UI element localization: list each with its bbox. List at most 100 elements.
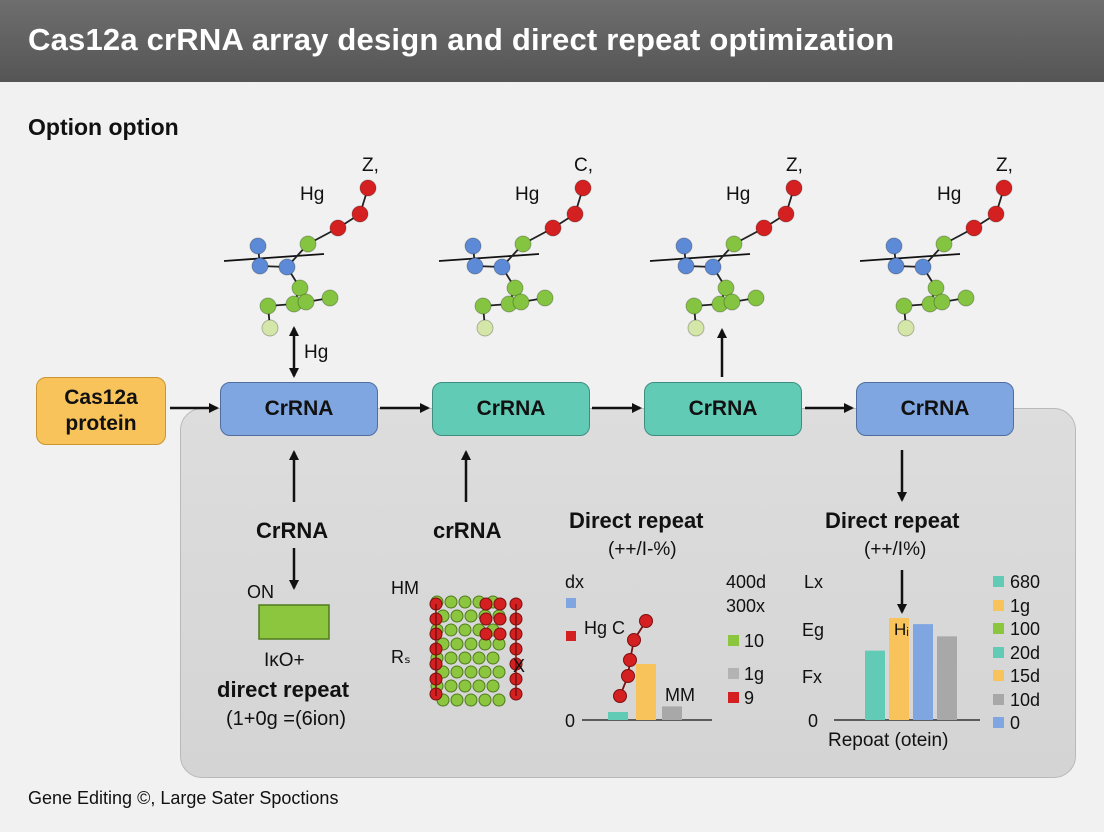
molecule-atom	[466, 257, 484, 275]
molecule-atom	[574, 179, 592, 197]
col4-y-label-1: Lx	[804, 572, 824, 592]
molecule-3-top-label: Z,	[786, 155, 803, 176]
green-bead	[444, 595, 458, 609]
molecule-atom	[291, 279, 309, 297]
molecule-atom	[685, 297, 703, 315]
col3-legend-label-1: 10	[744, 631, 765, 651]
molecule-atom	[251, 257, 269, 275]
molecule-atom	[965, 219, 983, 237]
col3-axis-zero: 0	[565, 711, 576, 731]
col4-sub: (++/I%)	[864, 539, 927, 560]
col4-legend-label-5: 15d	[1010, 666, 1041, 686]
col4-heading: Direct repeat	[825, 508, 960, 533]
col3-value-top-2: 300x	[726, 596, 766, 616]
molecule-2-top-label: C,	[574, 155, 593, 176]
col4-bar-3	[913, 624, 933, 720]
legend-dx-square	[566, 598, 576, 608]
molecule-atom	[717, 279, 735, 297]
chain-bead	[639, 614, 653, 628]
molecule-atom	[927, 279, 945, 297]
col2-heading: crRNA	[433, 518, 502, 543]
col4-legend-swatch-1	[993, 576, 1004, 587]
red-bead	[493, 627, 507, 641]
green-bead	[464, 665, 478, 679]
col1-formula: IĸO+	[264, 650, 305, 671]
col3-heading: Direct repeat	[569, 508, 704, 533]
col3-legend-label-3: 9	[744, 688, 755, 708]
col4-legend-label-6: 10d	[1010, 689, 1041, 710]
molecule-atom	[464, 237, 482, 255]
molecule-4-top-label: Z,	[996, 155, 1013, 176]
col3-value-top-1: 400d	[726, 572, 767, 592]
molecule-atom	[514, 235, 532, 253]
molecule-atom	[723, 293, 741, 311]
chain-bead	[623, 653, 637, 667]
col3-legend-hgc: Hg C	[584, 618, 626, 638]
molecule-1-side-label: Hg	[300, 184, 325, 205]
col3-legend-swatch-3	[728, 692, 739, 703]
green-bead	[464, 637, 478, 651]
col3-bar-1	[608, 712, 628, 720]
green-bead	[478, 693, 492, 707]
col2-label-x: X	[513, 656, 526, 676]
cas12a-protein-box: Cas12a protein	[36, 377, 166, 445]
molecule-atom	[677, 257, 695, 275]
green-bead	[492, 665, 506, 679]
protein-line-2: protein	[65, 412, 137, 435]
molecule-atom	[675, 237, 693, 255]
green-bead	[492, 693, 506, 707]
green-bead	[450, 665, 464, 679]
crrna-box-4: CrRNA	[856, 382, 1014, 436]
col4-bar-1	[865, 650, 885, 720]
molecule-atom	[329, 219, 347, 237]
col3-bar-3	[662, 706, 682, 720]
on-green-box	[258, 604, 330, 640]
molecule-atom	[747, 289, 765, 307]
col4-legend-swatch-2	[993, 599, 1004, 611]
green-bead	[450, 693, 464, 707]
green-bead	[458, 679, 472, 693]
col4-legend-label-2: 1g	[1010, 595, 1031, 616]
molecule-atom	[299, 235, 317, 253]
chain-bead	[627, 633, 641, 647]
green-bead	[458, 651, 472, 665]
col1-caption: (1+0g =(6ion)	[226, 708, 347, 730]
molecule-3-side-label: Hg	[726, 184, 751, 205]
col3-legend-label-2: 1g	[744, 664, 765, 684]
molecule-atom	[493, 258, 511, 276]
red-bead	[479, 627, 493, 641]
green-bead	[444, 623, 458, 637]
title-bar: Cas12a crRNA array design and direct rep…	[0, 0, 1104, 82]
col3-label-mm: MM	[665, 685, 695, 705]
crrna-box-3: CrRNA	[644, 382, 802, 436]
green-bead	[472, 651, 486, 665]
col3-bar-2	[636, 664, 656, 720]
col4-legend-swatch-5	[993, 670, 1004, 681]
col4-axis-zero: 0	[808, 711, 819, 731]
col4-legend-label-7: 0	[1010, 713, 1021, 733]
molecule-atom	[785, 179, 803, 197]
col1-on-label: ON	[247, 582, 274, 602]
molecule-atom	[755, 219, 773, 237]
col4-bar-chart	[834, 618, 980, 721]
molecule-atom	[259, 297, 277, 315]
green-bead	[450, 637, 464, 651]
red-bead	[493, 612, 507, 626]
molecule-atom	[725, 235, 743, 253]
col3-sub: (++/I-%)	[608, 539, 677, 560]
col4-legend-label-4: 20d	[1010, 642, 1041, 663]
col4-x-label: Repoat (otein)	[828, 730, 949, 751]
protein-line-1: Cas12a	[64, 386, 138, 409]
molecule-atom	[935, 235, 953, 253]
col3-legend-dx: dx	[565, 572, 585, 592]
col2-label-hm: HM	[391, 578, 419, 598]
molecule-atom	[321, 289, 339, 307]
molecule-atom	[351, 205, 369, 223]
molecule-1-backbone	[223, 253, 325, 262]
molecule-atom	[359, 179, 377, 197]
molecule-atom	[885, 237, 903, 255]
molecule-atom	[933, 293, 951, 311]
green-bead	[486, 679, 500, 693]
molecule-4-backbone	[859, 253, 961, 262]
molecule-atom	[777, 205, 795, 223]
